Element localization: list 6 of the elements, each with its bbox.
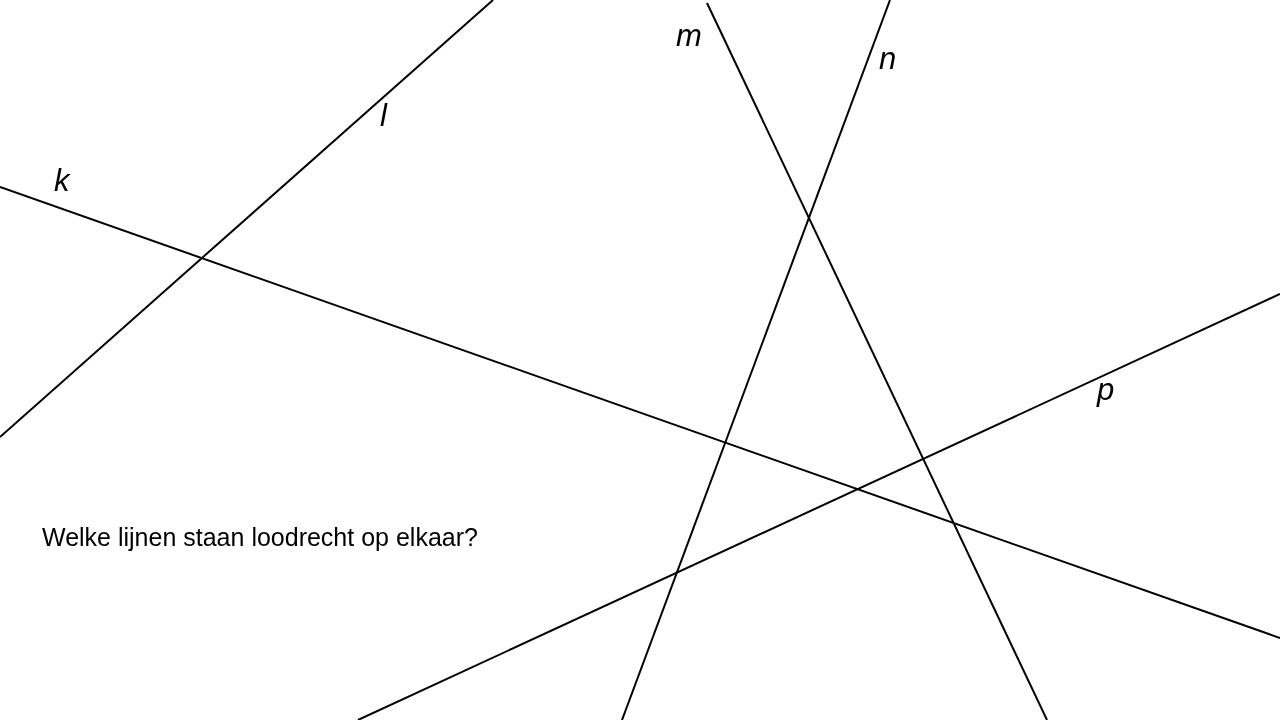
line-name: l <box>380 100 387 131</box>
line-name: n <box>879 43 897 74</box>
line-name: k <box>54 165 70 196</box>
line-name: m <box>676 20 702 51</box>
question-text: Welke lijnen staan loodrecht op elkaar? <box>42 524 478 552</box>
line-name: p <box>1097 374 1115 405</box>
